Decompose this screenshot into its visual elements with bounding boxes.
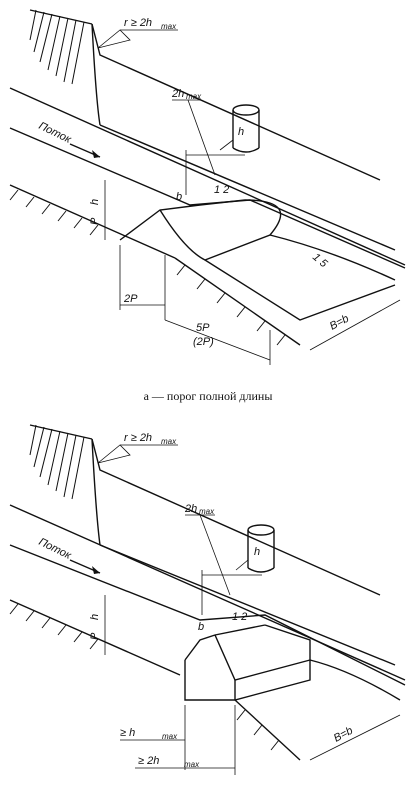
channel-edge-b	[99, 544, 396, 666]
bed-hatching-b	[9, 599, 301, 761]
weir-body-b	[184, 624, 311, 701]
bank-curve-a	[91, 23, 101, 126]
twoh-callout-a: 2h max	[171, 88, 245, 195]
b-label-b: b	[198, 621, 204, 633]
slope-up-b: 1 2	[232, 611, 247, 623]
gauge-well-b	[235, 524, 275, 573]
downstream-b	[309, 659, 401, 701]
figure-a: r ≥ 2h max 2h max Поток h P b 1 2 1 5 h	[9, 9, 406, 365]
water-line-upper-a	[9, 87, 406, 266]
r-label-b: r ≥ 2h	[124, 432, 152, 444]
length-dims-b: ≥ h max ≥ 2h max	[120, 705, 236, 775]
gauge-h-a: h	[238, 126, 244, 138]
p-label-b: P	[89, 632, 101, 640]
twoh-sub-a: max	[186, 92, 202, 101]
weir-body-a	[159, 199, 282, 261]
twoh-label-b: 2h	[184, 503, 197, 515]
water-surface-b	[9, 544, 406, 686]
bed-hatching-a	[9, 184, 301, 346]
B-dim-b: B=b	[309, 714, 401, 761]
bank-top-edge-b	[91, 438, 381, 596]
twoh-callout-b: 2h max	[184, 503, 262, 615]
ph-dims-a: h P	[89, 180, 106, 240]
r-label-a: r ≥ 2h	[124, 17, 152, 29]
twoh-sub-b: max	[199, 507, 215, 516]
ph-dims-b: h P	[89, 595, 106, 655]
weir-crest-a	[119, 199, 246, 241]
B-label-a: B=b	[328, 313, 351, 333]
slope-up-a: 1 2	[214, 184, 229, 196]
geh-label-b: ≥ h	[120, 727, 135, 739]
h-label-b: h	[89, 614, 101, 620]
fiveP-label-a: 5P	[196, 322, 210, 334]
gauge-well-a	[219, 104, 260, 153]
b-label-a: b	[176, 191, 182, 203]
fiveP-alt-a: (2P)	[193, 336, 214, 348]
ge2h-sub-b: max	[184, 760, 200, 769]
water-line-upper-b	[9, 504, 406, 681]
bank-hatching-a	[29, 9, 93, 85]
weir-floor-a	[204, 259, 396, 321]
bank-curve-b	[91, 438, 101, 546]
r-callout-b: r ≥ 2h max	[97, 432, 178, 464]
h-label-a: h	[89, 199, 101, 205]
caption-a: а — порог полной длины	[144, 389, 273, 403]
twoP-label-a: 2P	[123, 293, 138, 305]
B-dim-a: B=b	[309, 299, 401, 351]
gauge-h-b: h	[254, 546, 260, 558]
bank-hatching-b	[29, 424, 93, 500]
figure-b: r ≥ 2h max 2h max Поток h P b 1 2 h	[9, 424, 406, 775]
p-label-a: P	[89, 217, 101, 225]
weir-crest-b	[184, 624, 266, 661]
r-sub-a: max	[161, 22, 177, 31]
length-dims-a: 2P 5P (2P)	[119, 245, 271, 365]
weir-top-b	[214, 634, 311, 681]
bank-top-edge-a	[91, 23, 381, 181]
twoh-label-a: 2h	[171, 88, 184, 100]
r-callout-a: r ≥ 2h max	[97, 17, 178, 49]
ge2h-label-b: ≥ 2h	[138, 755, 159, 767]
water-surface-a	[9, 127, 406, 269]
B-label-b: B=b	[332, 725, 355, 745]
r-sub-b: max	[161, 437, 177, 446]
downstream-slope-a	[269, 234, 396, 281]
geh-sub-b: max	[162, 732, 178, 741]
slope-down-a: 1 5	[310, 251, 330, 271]
channel-edge-a	[99, 124, 396, 251]
